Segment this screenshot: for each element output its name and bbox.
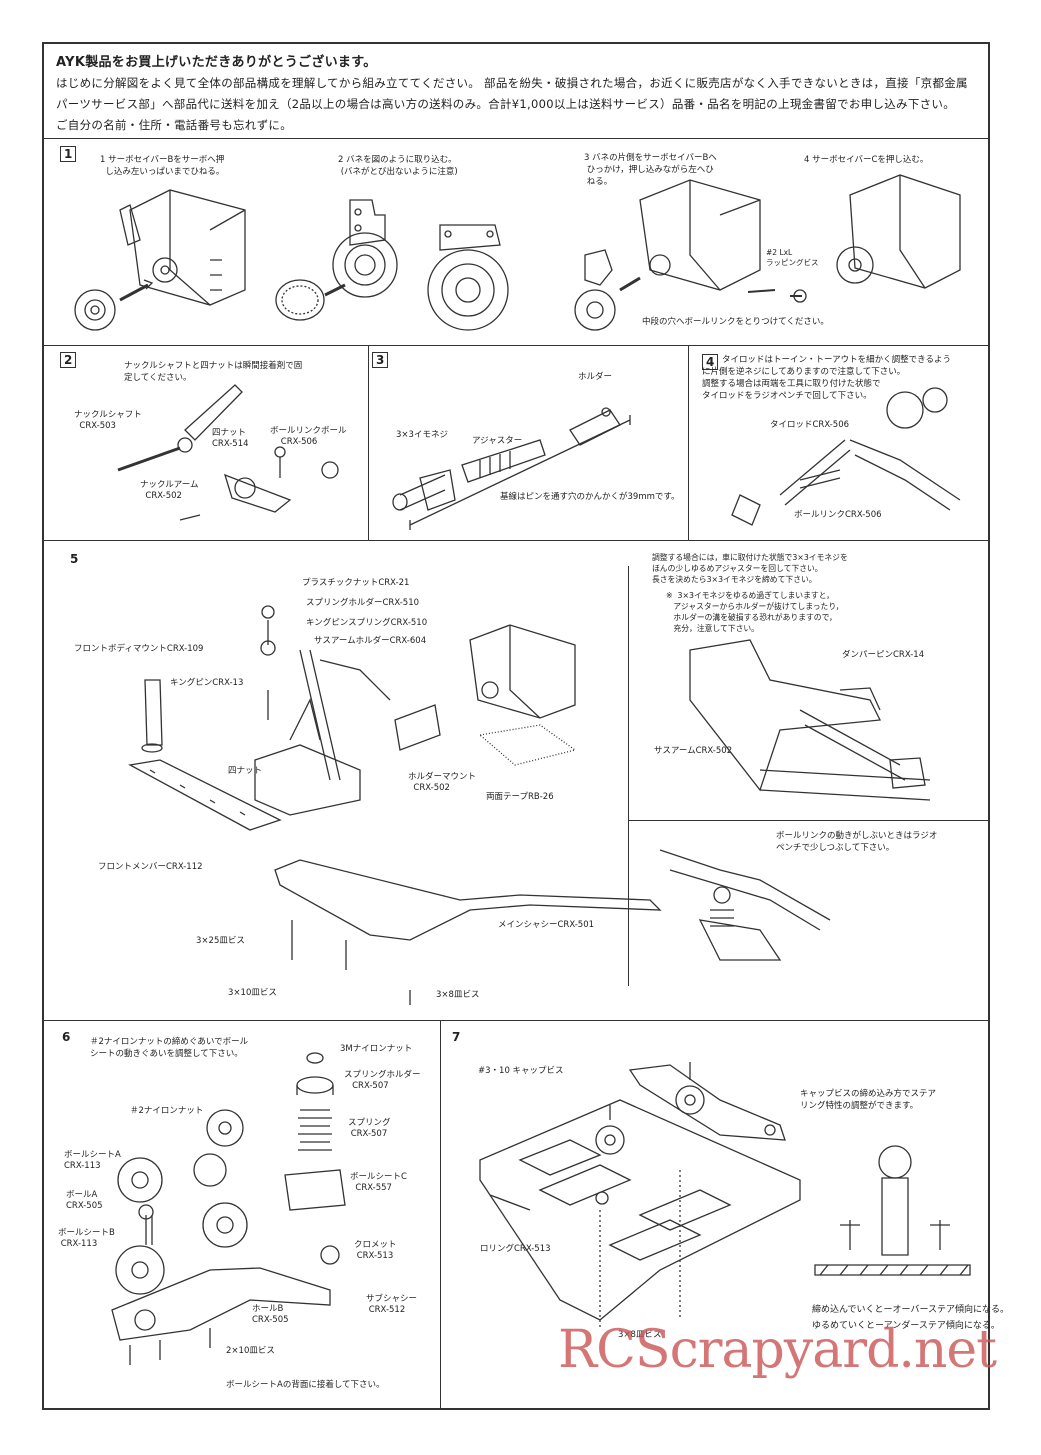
s1-screw-label: #2 LxL ラッピングビス [766,248,819,267]
s4-label-tierod: タイロッドCRX-506 [770,420,850,430]
step-number-6: 6 [62,1030,71,1044]
s5-label-front-member: フロントメンバーCRX-112 [98,862,203,872]
s2-label-knuckle-shaft: ナックルシャフト CRX-503 [74,410,142,431]
arrow [119,283,149,302]
s6-note2: ボールシートAの背面に接着して下さい。 [226,1380,385,1390]
s6-label-spring: スプリング CRX-507 [348,1118,391,1139]
bearing-part [427,224,509,331]
suspension-illustration [689,639,931,801]
s5r-warning: ※ 3×3イモネジをゆるめ過ぎてしまいますと， アジャスターからホルダーが抜けて… [666,591,844,633]
chassis-plate [479,1062,801,1330]
s3-label-setscrew: 3×3イモネジ [396,430,448,440]
s5r-note: 調整する場合には，車に取付けた状態で3×3イモネジを ほんの少しゆるめアジャスタ… [652,553,848,584]
s5r-label-damper-pin: ダンパーピンCRX-14 [842,650,925,660]
watermark: RCScrapyard.net [558,1320,997,1380]
divider [628,820,990,821]
servo-illustration [469,624,577,766]
divider [42,1020,990,1021]
divider [42,540,990,541]
s2-label-knuckle-arm: ナックルアーム CRX-502 [140,480,199,501]
s6-label-2-nut: ＃2ナイロンナット [130,1106,204,1116]
s5-label-screw-8: 3×8皿ビス [436,990,480,1000]
divider [42,345,990,346]
servo-illustration [836,174,961,289]
s6-label-subchassis: サブシャシー CRX-512 [366,1294,418,1315]
servo-illustration [639,179,761,291]
s5-label-body-mount: フロントボディマウントCRX-109 [74,644,204,654]
divider [688,345,689,540]
s2-label-ball: ボールリンクボール CRX-506 [270,426,347,447]
s1-step2-text: 2 バネを図のように取り込む。 (バネがとび出ないように注意) [338,155,458,177]
s3-label-holder: ホルダー [578,372,613,382]
servo-saver-part [332,199,398,298]
s7-note2: 締め込んでいくとーオーバーステア傾向になる。 ゆるめていくとーアンダーステア傾向… [812,1305,1010,1331]
intro-text: AYK製品をお買上げいただきありがとうございます。 はじめに分解図をよく見て全体… [56,52,976,136]
s6-label-ball-a: ボールA CRX-505 [66,1190,103,1211]
s1-step3-text: 3 バネの片側をサーボセイバーBへ ひっかけ，押し込みながら左へひ ねる。 [584,153,717,187]
step-number-7: 7 [452,1030,461,1044]
s6-label-ball-seat-b: ボールシートB CRX-113 [58,1228,115,1249]
pliers-illustration [659,849,831,961]
s5-label-spring-holder: スプリングホルダーCRX-510 [306,598,420,608]
s1-note: 中段の穴へボールリンクをとりつけてください。 [642,317,829,327]
s5r-note2: ボールリンクの動きがしぶいときはラジオ ペンチで少しつぶして下さい。 [776,831,938,853]
s5-label-plastic-nut: プラスチックナットCRX-21 [302,578,410,588]
s6-label-grommet: クロメット CRX-513 [354,1240,397,1261]
intro-line-4: ご自分の名前・住所・電話番号も忘れずに。 [56,118,292,132]
s6-label-spring-holder: スプリングホルダー CRX-507 [344,1070,421,1091]
servo-illustration [119,189,246,306]
s3-label-adjuster: アジャスター [472,436,523,446]
step-number-3: 3 [372,352,389,368]
s7-label-o-ring: ロリングCRX-513 [480,1244,551,1254]
divider [368,345,369,540]
servo-saver-b [74,289,116,331]
s5-label-kingpin: キングピンCRX-13 [170,678,244,688]
s5-label-nut: 四ナット [228,766,263,776]
s3-note: 基線はピンを通す穴のかんかくが39mmです。 [500,492,680,502]
ball-stud-detail [814,1145,971,1276]
s6-label-ball-seat-c: ボールシートC CRX-557 [350,1172,407,1193]
page-frame [42,42,990,1410]
s6-note: ＃2ナイロンナットの締めぐあいでボール シートの動きぐあいを調整して下さい。 [90,1037,249,1059]
s6-label-screw: 2×10皿ビス [226,1346,275,1356]
intro-line-2: はじめに分解図をよく見て全体の部品構成を理解してから組み立ててください。 部品を… [56,76,968,90]
s6-label-3m-nut: 3Mナイロンナット [340,1044,413,1054]
divider [42,138,990,139]
s5-label-kingpin-spring: キングピンスプリングCRX-510 [306,618,428,628]
step-number-5: 5 [70,552,79,566]
s4-note: タイロッドはトーイン・トーアウトを細かく調整できるよう に片側を逆ネジにしてあり… [702,355,951,401]
s5r-label-sus-arm: サスアームCRX-502 [654,746,733,756]
s1-step4-text: 4 サーボセイバーCを押し込む。 [804,155,929,165]
s5-label-susarm-holder: サスアームホルダーCRX-604 [314,636,427,646]
s6-label-hole-b: ホールB CRX-505 [252,1304,289,1325]
servo-saver-part [574,249,616,331]
s2-note: ナックルシャフトと四ナットは瞬間接着剤で固 定してください。 [124,361,303,383]
chassis-assembly [128,605,662,1005]
spring-icon [275,279,325,321]
intro-line-1: AYK製品をお買上げいただきありがとうございます。 [56,55,377,70]
s5-label-screw-25: 3×25皿ビス [196,936,245,946]
divider [628,566,629,986]
s4-label-balllink: ボールリンクCRX-506 [794,510,882,520]
s6-label-ball-seat-a: ボールシートA CRX-113 [64,1150,121,1171]
knuckle-assembly [117,384,339,521]
step-number-1: 1 [60,146,77,162]
step-number-4: 4 [702,354,719,370]
s2-label-nut: 四ナット CRX-514 [212,428,249,449]
steering-assembly [111,1052,346,1365]
s5-label-main-chassis: メインシャシーCRX-501 [498,920,595,930]
divider [440,1020,441,1410]
s1-step1-text: 1 サーボセイバーBをサーボへ押 し込み左いっぱいまでひねる。 [100,155,225,177]
s7-label-cap-screw: #3・10 キャップビス [478,1066,564,1076]
pliers-illustration [731,387,961,526]
s5-label-holder-mount: ホルダーマウント CRX-502 [408,772,477,793]
step-number-2: 2 [60,352,77,368]
s7-label-screw: 3×8皿ビス [618,1330,662,1340]
adjuster-assembly [392,407,631,530]
s7-note: キャップビスの締め込み方でステア リング特性の調整ができます。 [800,1089,937,1111]
s5-label-tape: 両面テープRB-26 [486,792,554,802]
intro-line-3: パーツサービス部」へ部品代に送料を加え（2品以上の場合は高い方の送料のみ。合計¥… [56,97,956,111]
s5-label-screw-10: 3×10皿ビス [228,988,277,998]
